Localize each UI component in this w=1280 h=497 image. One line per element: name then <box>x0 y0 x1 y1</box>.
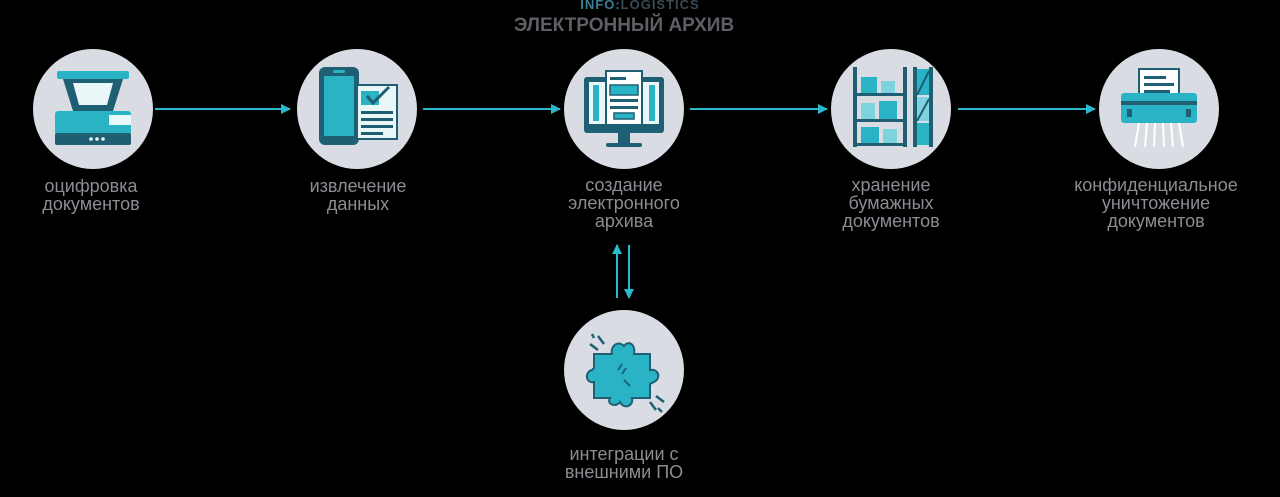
storage-shelves-icon <box>853 67 933 147</box>
scanner-icon <box>55 71 131 145</box>
phone-document-check-icon <box>319 67 398 145</box>
step-storage-label: хранение бумажных документов <box>842 175 940 231</box>
step-destruction-label: конфиденциальное уничтожение документов <box>1074 175 1238 231</box>
brand-part-info: INFO: <box>580 0 621 12</box>
step-digitization-circle <box>33 49 153 169</box>
step-destruction-circle <box>1099 49 1219 169</box>
step-digitization-label: оцифровка документов <box>42 176 140 214</box>
step-extraction-circle <box>297 49 417 169</box>
page-title: ЭЛЕКТРОННЫЙ АРХИВ <box>513 15 735 36</box>
integration-label: интеграции с внешними ПО <box>564 444 684 482</box>
integration-circle <box>564 310 684 430</box>
shredder-icon <box>1121 68 1197 148</box>
brand-part-logistics: LOGISTICS <box>620 0 700 12</box>
monitor-document-icon <box>584 70 664 147</box>
brand-logo: INFO:LOGISTICS <box>0 0 1280 12</box>
step-archive-label: создание электронного архива <box>568 175 680 231</box>
step-archive-circle <box>564 49 684 169</box>
step-storage-circle <box>831 49 951 169</box>
puzzle-pieces-icon <box>586 333 665 413</box>
step-extraction-label: извлечение данных <box>309 176 407 214</box>
